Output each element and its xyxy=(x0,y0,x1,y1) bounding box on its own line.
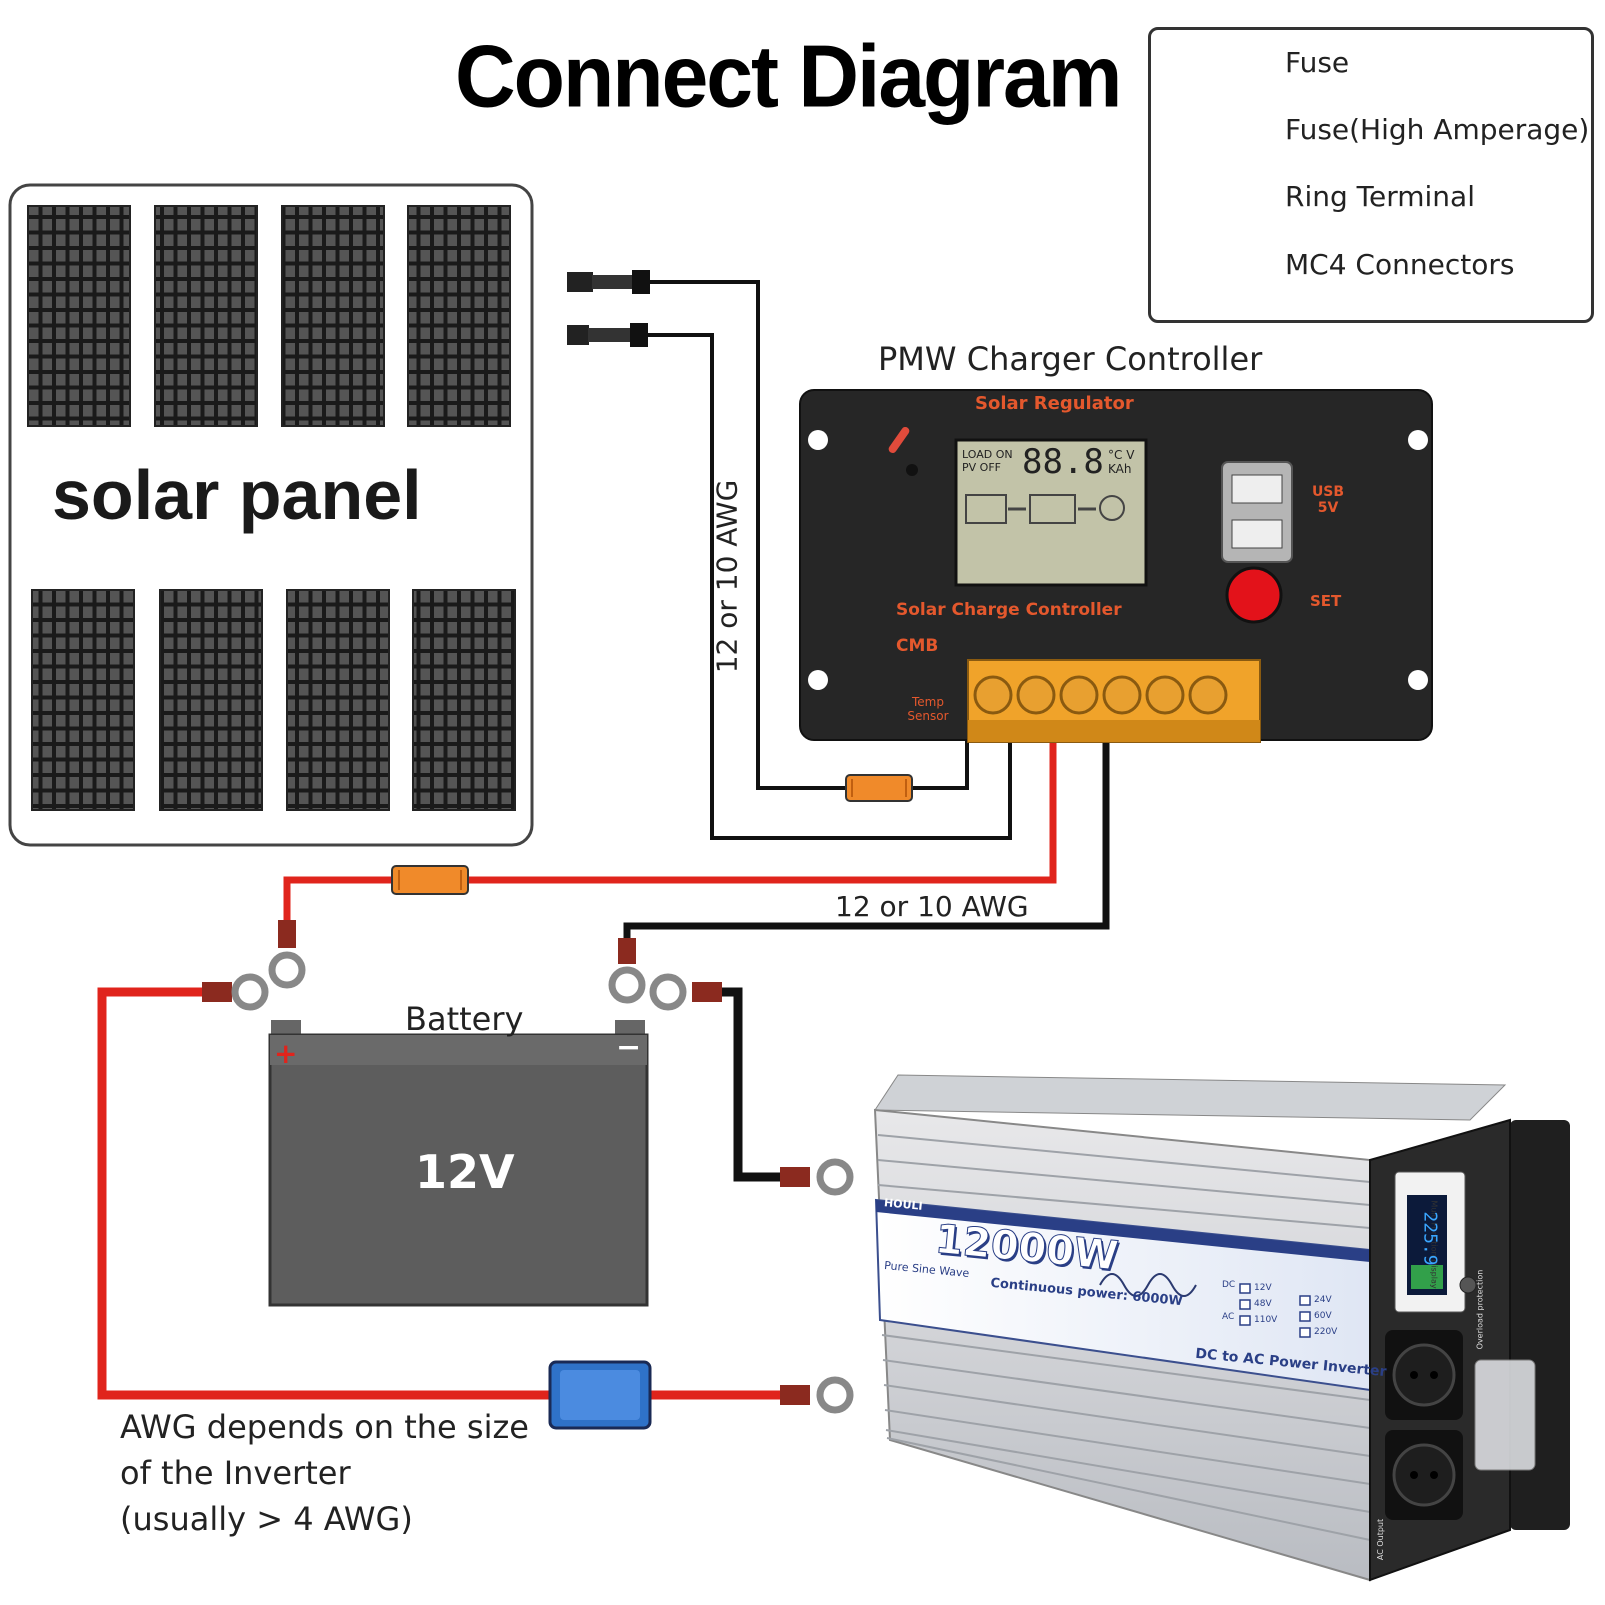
set-label: SET xyxy=(1310,592,1342,610)
solar-module xyxy=(159,589,263,811)
inverter-ac-output-label: AC Output xyxy=(1376,1518,1386,1561)
controller-header: Solar Regulator xyxy=(975,393,1134,414)
wire-pv-negative xyxy=(648,333,1012,840)
wire-pv-positive xyxy=(650,280,969,790)
solar-module xyxy=(407,205,511,427)
charge-controller xyxy=(799,389,1433,743)
inverter-option-12v: 12V xyxy=(1254,1283,1272,1293)
terminal-block xyxy=(967,659,1261,743)
ring-terminal xyxy=(202,973,269,1011)
legend-mc4-label: MC4 Connectors xyxy=(1285,248,1515,281)
ac-socket xyxy=(1385,1430,1463,1520)
ring-terminal xyxy=(780,1158,854,1196)
usb-label: USB 5V xyxy=(1311,484,1345,516)
terminal-cover xyxy=(1474,1359,1536,1471)
controller-title: PMW Charger Controller xyxy=(878,340,1263,378)
inverter-option-24v: 24V xyxy=(1314,1295,1332,1305)
solar-panel-label: solar panel xyxy=(52,456,422,534)
inverter-note-line-2: of the Inverter xyxy=(120,1454,351,1492)
battery-minus: − xyxy=(616,1030,642,1065)
lcd-left-label: LOAD ON PV OFF xyxy=(962,448,1013,474)
inverter-dc-label: DC xyxy=(1222,1280,1236,1290)
solar-panel xyxy=(8,183,534,847)
solar-module xyxy=(154,205,258,427)
battery-voltage: 12V xyxy=(415,1145,515,1199)
inverter-note-line-1: AWG depends on the size xyxy=(120,1408,529,1446)
solar-module xyxy=(31,589,135,811)
inverter xyxy=(873,1074,1570,1582)
legend-fuse-high-label: Fuse(High Amperage) xyxy=(1285,113,1590,146)
usb-ports xyxy=(1221,461,1293,563)
ring-terminal xyxy=(608,938,646,1004)
inverter-readout: 225.9 xyxy=(1419,1211,1441,1266)
battery-label: Battery xyxy=(405,1000,524,1038)
overload-switch xyxy=(1459,1276,1477,1294)
controller-model: CMB xyxy=(896,636,939,656)
inverter-overload-label: Overload protection xyxy=(1475,1269,1485,1350)
solar-module xyxy=(412,589,516,811)
fuse xyxy=(845,774,913,802)
set-button xyxy=(1225,566,1283,624)
lcd-digits: 88.8 xyxy=(1022,442,1104,482)
solar-module xyxy=(286,589,390,811)
inverter-option-48v: 48V xyxy=(1254,1299,1272,1309)
multi-function-display xyxy=(1394,1171,1466,1313)
lcd-units: °C V KAh xyxy=(1108,448,1135,476)
legend-fuse-label: Fuse xyxy=(1285,46,1350,79)
inverter-ac-label: AC xyxy=(1222,1312,1235,1322)
status-led xyxy=(906,464,918,476)
ac-socket xyxy=(1385,1330,1463,1420)
wire-battery-positive-controller xyxy=(283,738,1057,920)
inverter-option-220v: 220V xyxy=(1314,1327,1338,1337)
solar-module xyxy=(27,205,131,427)
legend-ring-terminal-label: Ring Terminal xyxy=(1285,180,1475,213)
diagram-title: Connect Diagram xyxy=(455,26,1122,126)
mc4-connector-pair xyxy=(567,270,650,347)
ring-terminal xyxy=(268,920,306,989)
solar-module xyxy=(281,205,385,427)
ring-terminal xyxy=(649,973,722,1011)
lcd-screen xyxy=(954,438,1148,587)
awg-vertical-label: 12 or 10 AWG xyxy=(710,479,744,674)
battery xyxy=(268,1020,649,1307)
legend xyxy=(1148,27,1594,323)
wire-battery-negative-controller xyxy=(623,738,1110,945)
controller-name: Solar Charge Controller xyxy=(896,600,1122,620)
wire-inverter-positive xyxy=(97,987,780,1400)
ring-terminal xyxy=(780,1376,854,1414)
inverter-note-line-3: (usually > 4 AWG) xyxy=(120,1500,413,1538)
fuse-high-amperage xyxy=(548,1360,652,1430)
wire-inverter-negative xyxy=(722,987,780,1182)
inverter-option-60v: 60V xyxy=(1314,1311,1332,1321)
battery-plus: + xyxy=(274,1037,298,1070)
fuse xyxy=(391,865,469,895)
inverter-option-110v: 110V xyxy=(1254,1315,1278,1325)
awg-horizontal-label: 12 or 10 AWG xyxy=(835,890,1029,923)
temp-sensor-label: Temp Sensor xyxy=(907,695,949,723)
thermometer-icon xyxy=(888,426,910,454)
